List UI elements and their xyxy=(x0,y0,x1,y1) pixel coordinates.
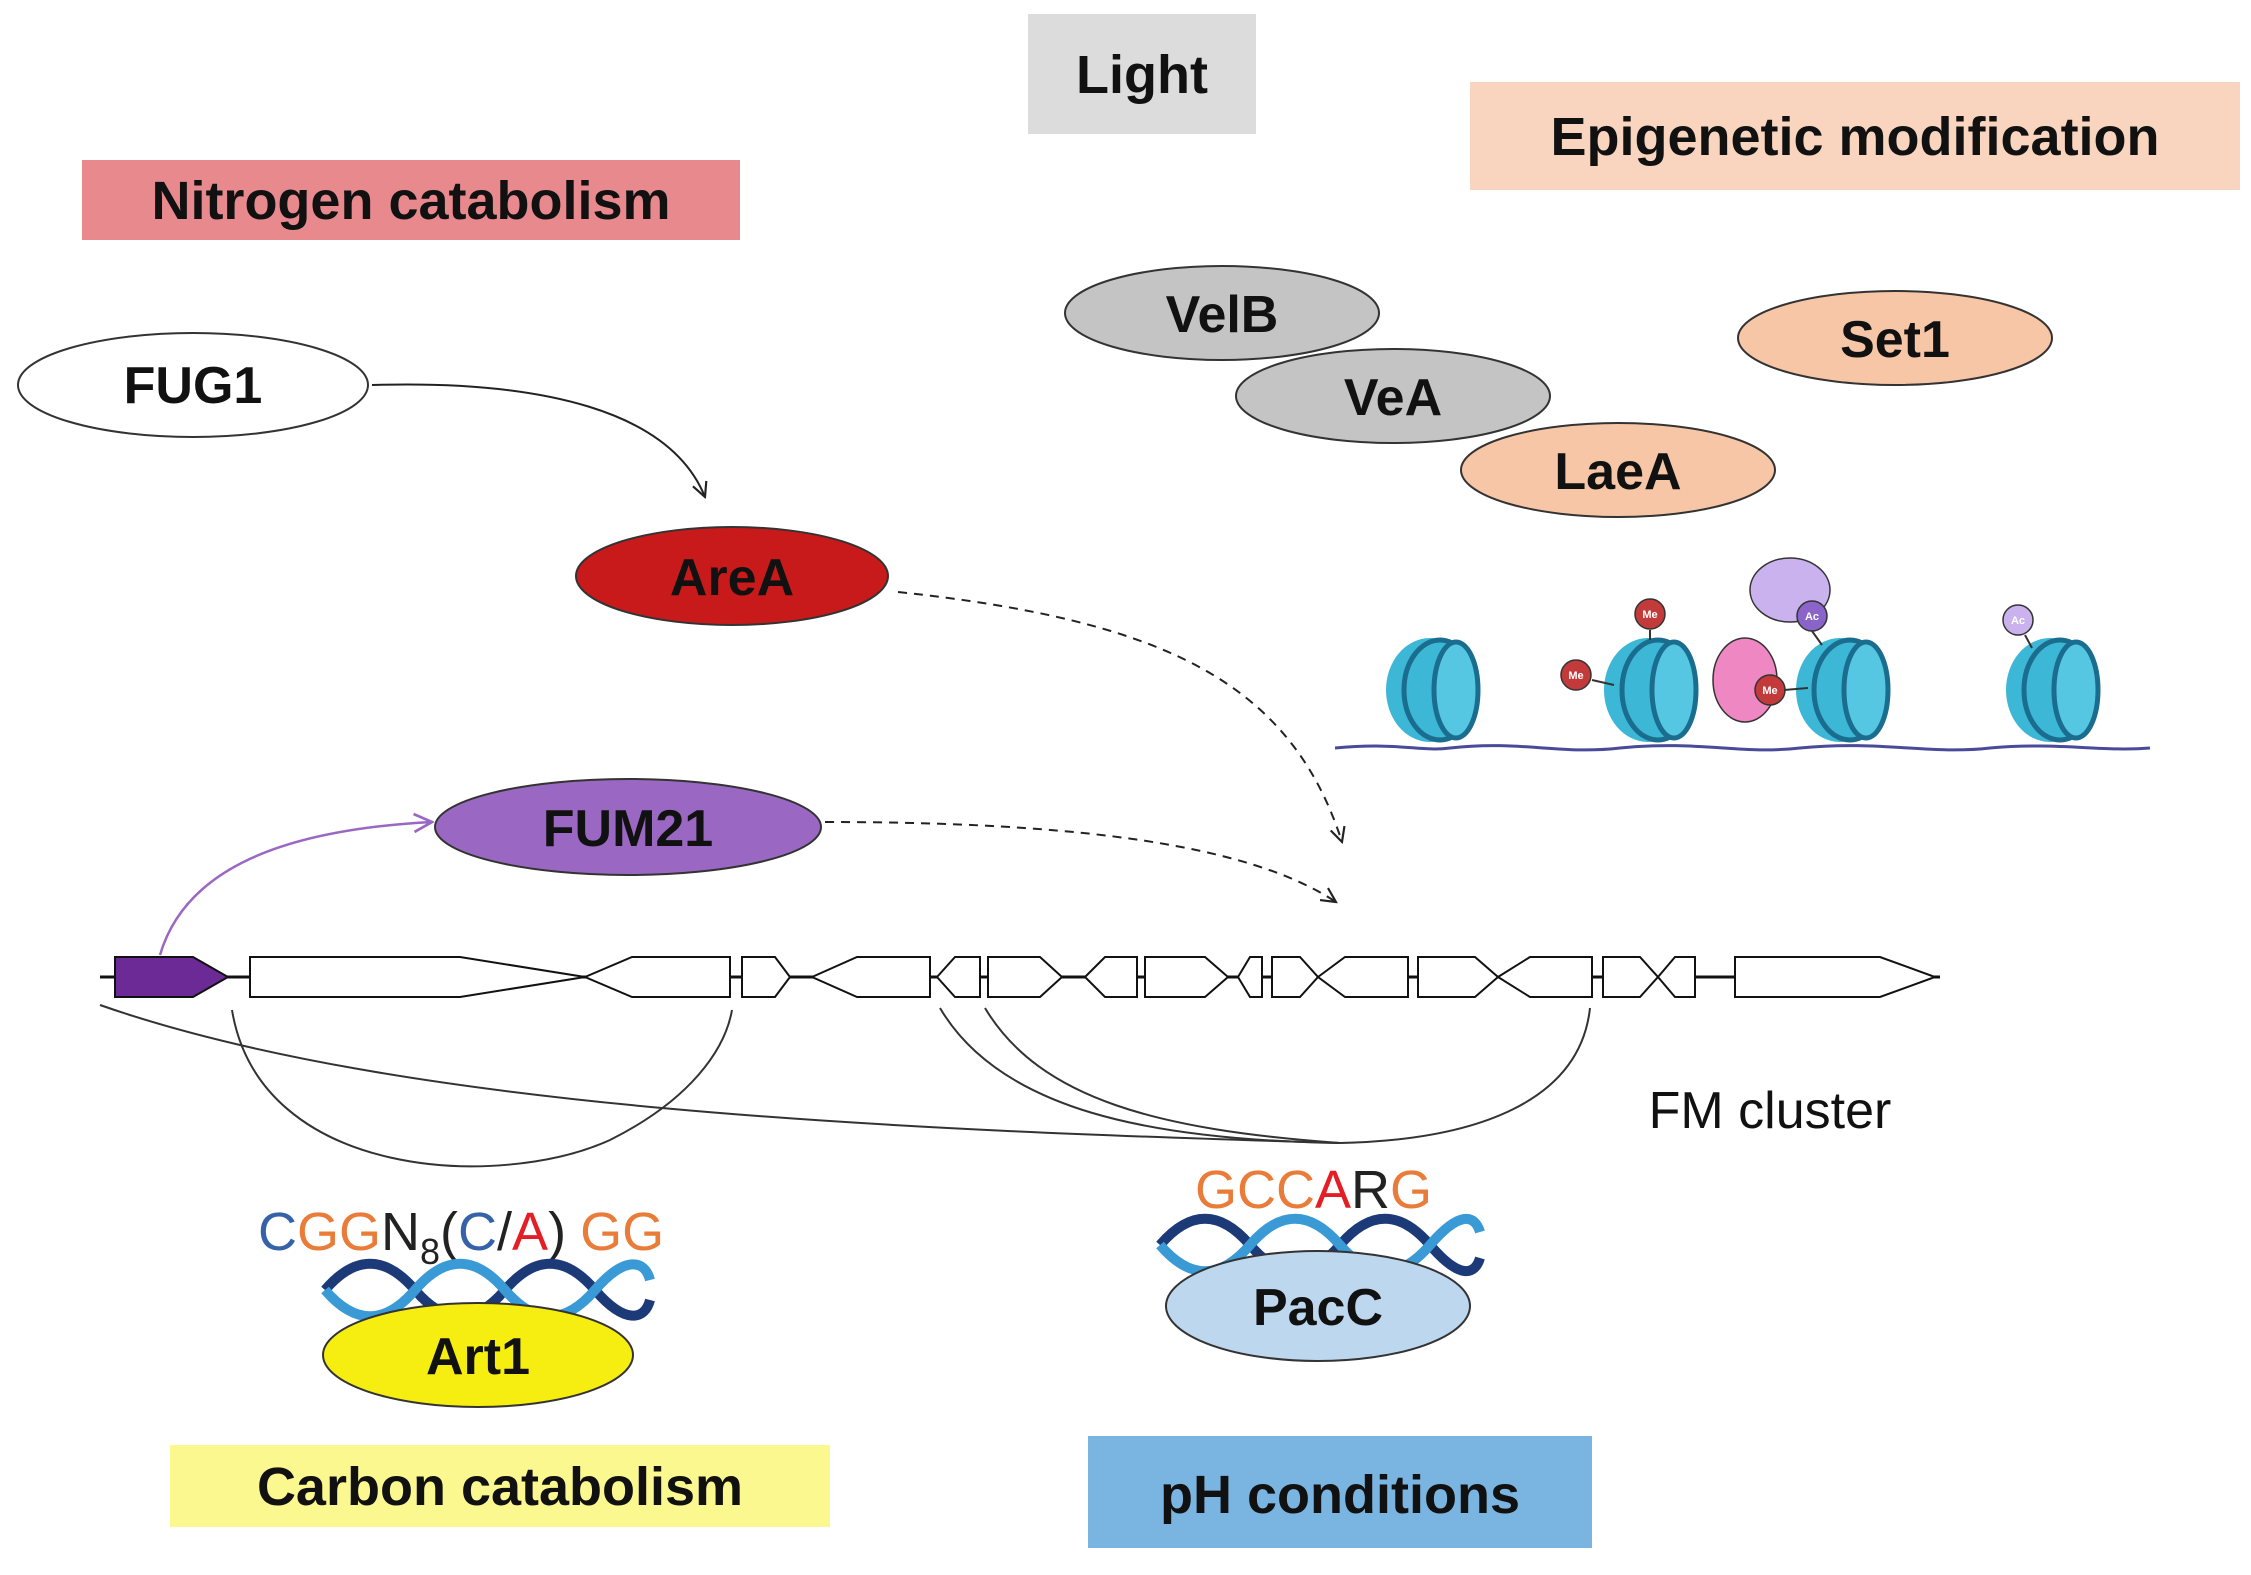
gene-arrow xyxy=(1656,956,1696,998)
svg-text:Ac: Ac xyxy=(2011,615,2025,627)
art1-binding-site: CGGN8(C/A)GG Art1 xyxy=(258,1202,664,1408)
svg-text:Me: Me xyxy=(1568,670,1583,682)
fm-gene-cluster: FM cluster xyxy=(100,956,1940,1140)
nucleosome xyxy=(1604,637,1699,743)
histone-acetyl-mark: Ac xyxy=(2002,604,2034,649)
gene-arrow xyxy=(1271,956,1320,998)
vea-node: VeA xyxy=(1235,348,1551,444)
pacc-node xyxy=(1165,1250,1471,1362)
gene-arrow xyxy=(1602,956,1660,998)
pacc-binding-curve xyxy=(939,1007,1341,1144)
gene-arrow xyxy=(1496,956,1593,998)
nitrogen-label: Nitrogen catabolism xyxy=(151,171,670,231)
methyl-reader-protein: Me xyxy=(1712,637,1809,723)
carbon-label: Carbon catabolism xyxy=(257,1457,743,1517)
pacc-motif: GCCARG xyxy=(1195,1160,1432,1220)
svg-text:Ac: Ac xyxy=(1805,611,1819,623)
histone-methyl-mark: Me xyxy=(1560,659,1615,691)
area-label: AreA xyxy=(670,549,794,607)
art1-motif: CGGN8(C/A)GG xyxy=(258,1202,664,1272)
nucleosome xyxy=(1386,637,1481,743)
svg-text:Me: Me xyxy=(1642,609,1657,621)
gene-arrow xyxy=(809,956,931,998)
fum21-label: FUM21 xyxy=(543,800,713,858)
fm-cluster-label: FM cluster xyxy=(1649,1082,1892,1140)
fug1-node: FUG1 xyxy=(17,332,369,438)
epigenetic-label: Epigenetic modification xyxy=(1550,107,2159,167)
acetyl-reader-protein: Ac xyxy=(1749,557,1831,646)
art1-binding-curve xyxy=(231,1009,733,1168)
laea-node: LaeA xyxy=(1460,422,1776,518)
area-to-cluster-arrow xyxy=(897,591,1342,842)
gene-arrow xyxy=(1236,956,1263,998)
epigenetic-box: Epigenetic modification xyxy=(1470,82,2240,190)
fum21-to-cluster-arrow xyxy=(824,821,1336,902)
light-box: Light xyxy=(1028,14,1256,134)
pacc-binding-curve xyxy=(984,1007,1341,1144)
gene-arrow xyxy=(987,956,1064,998)
ph-box: pH conditions xyxy=(1088,1436,1592,1548)
laea-label: LaeA xyxy=(1554,443,1681,501)
pacc-binding-curve xyxy=(99,1004,1341,1144)
fum21-node: FUM21 xyxy=(434,778,822,876)
fug1-label: FUG1 xyxy=(124,357,263,415)
pacc-binding-site: GCCARG PacC xyxy=(1156,1160,1485,1362)
light-label: Light xyxy=(1076,45,1208,105)
art1-node xyxy=(322,1302,634,1408)
art1-label: Art1 xyxy=(426,1328,530,1386)
set1-node: Set1 xyxy=(1737,290,2053,386)
gene-arrow xyxy=(1734,956,1938,998)
area-node: AreA xyxy=(575,526,889,626)
chromatin-dna-strand xyxy=(1334,744,2151,752)
gene-arrow xyxy=(741,956,792,998)
nucleosome xyxy=(2006,637,2101,743)
pacc-binding-curve xyxy=(1339,1007,1591,1144)
gene-arrow xyxy=(1316,956,1409,998)
gene-arrow xyxy=(1144,956,1230,998)
chromatin-illustration: Me Me Me Ac Ac xyxy=(1334,557,2151,752)
vea-label: VeA xyxy=(1344,369,1442,427)
fug1-to-area-arrow xyxy=(371,383,705,497)
gene-arrow xyxy=(935,956,981,998)
nitrogen-box: Nitrogen catabolism xyxy=(82,160,740,240)
histone-methyl-mark: Me xyxy=(1634,598,1666,640)
gene-arrow xyxy=(249,956,586,998)
carbon-box: Carbon catabolism xyxy=(170,1445,830,1527)
pacc-label: PacC xyxy=(1253,1279,1383,1337)
fum21-promoter-gene xyxy=(114,956,231,998)
gene-arrow xyxy=(1417,956,1500,998)
velb-node: VelB xyxy=(1064,265,1380,361)
promoter-to-fum21-arrow xyxy=(158,822,432,956)
nucleosome xyxy=(1796,637,1891,743)
set1-label: Set1 xyxy=(1840,311,1950,369)
velb-label: VelB xyxy=(1166,286,1279,344)
gene-arrow xyxy=(582,956,731,998)
svg-text:Me: Me xyxy=(1762,685,1777,697)
ph-label: pH conditions xyxy=(1160,1465,1520,1525)
gene-arrow xyxy=(1083,956,1138,998)
